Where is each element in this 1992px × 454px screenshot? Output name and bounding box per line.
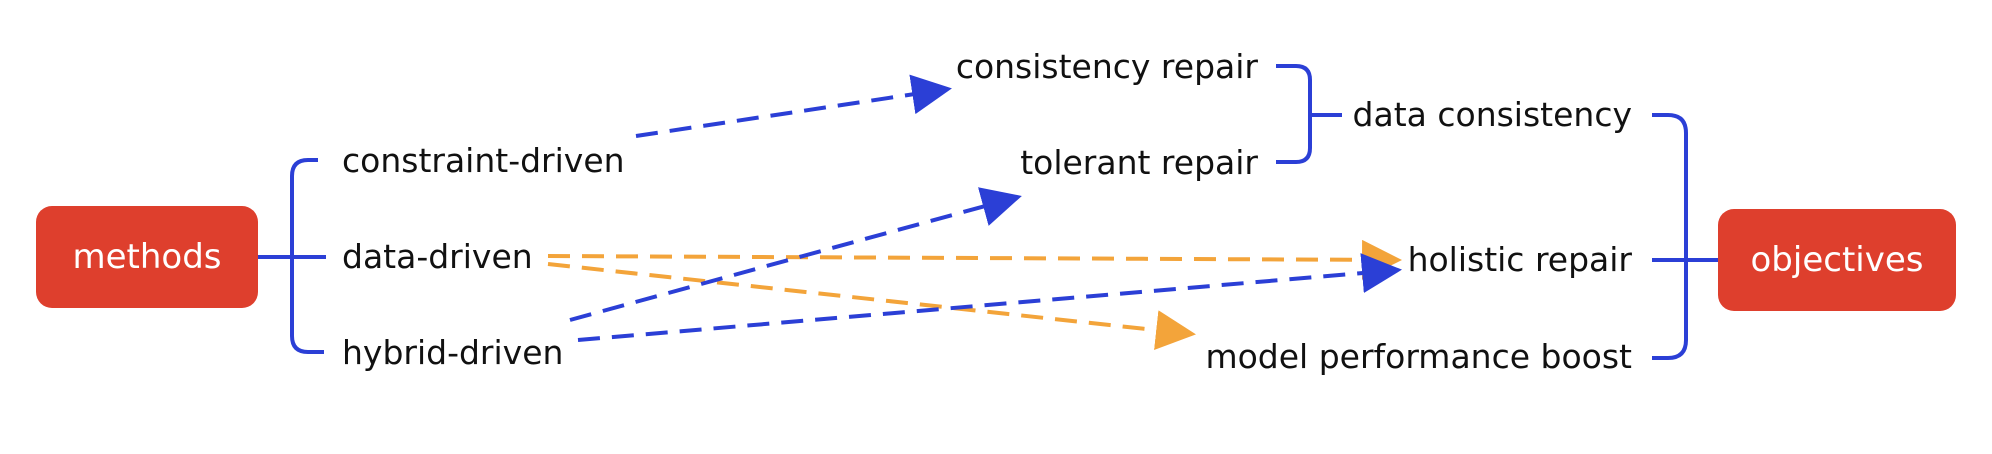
objectives-box: objectives <box>1718 209 1956 311</box>
objective-data-consistency: data consistency <box>1352 95 1632 134</box>
method-hybrid-driven: hybrid-driven <box>342 333 564 372</box>
repair-bracket <box>1276 64 1312 164</box>
methods-box: methods <box>36 206 258 308</box>
method-data-driven: data-driven <box>342 237 533 276</box>
objectives-box-label: objectives <box>1750 240 1924 280</box>
repair-consistency: consistency repair <box>955 47 1258 86</box>
repair-tolerant: tolerant repair <box>1020 143 1258 182</box>
methods-box-label: methods <box>72 237 222 277</box>
objective-holistic-repair: holistic repair <box>1407 240 1632 279</box>
arrow-data-to-boost <box>547 262 1196 350</box>
method-constraint-driven: constraint-driven <box>342 141 625 180</box>
arrow-constraint-to-consistency <box>635 74 952 138</box>
arrow-data-to-holistic <box>547 239 1402 280</box>
objectives-bracket <box>1652 113 1688 360</box>
arrow-hybrid-to-holistic <box>577 253 1402 342</box>
objective-model-performance-boost: model performance boost <box>1205 337 1632 376</box>
arrow-hybrid-to-tolerant <box>569 187 1022 322</box>
